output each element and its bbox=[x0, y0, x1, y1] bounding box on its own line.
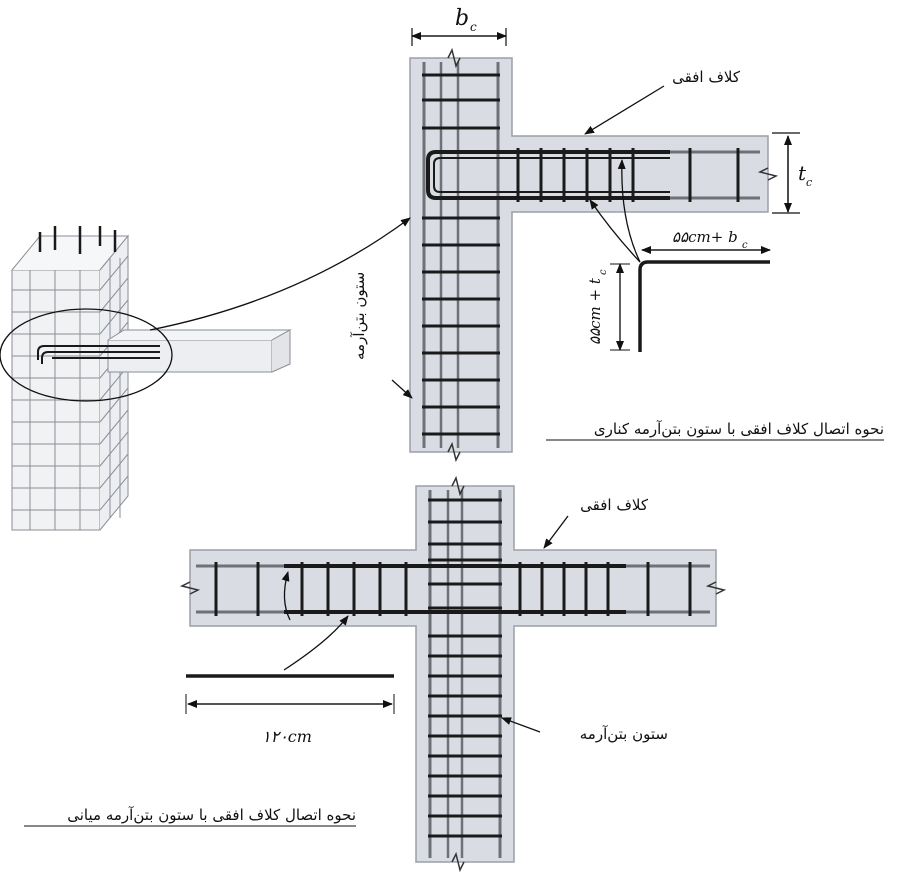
hook-h-sub: c bbox=[742, 240, 748, 251]
caption-middle: نحوه اتصال کلاف افقی با ستون بتن‌آرمه می… bbox=[67, 806, 356, 824]
hook-v-label: ۵۵cm + t bbox=[586, 277, 604, 345]
hook-v-sub: c bbox=[598, 269, 609, 275]
middle-column-stirrups bbox=[428, 498, 502, 838]
edge-beam-stirrups bbox=[516, 148, 740, 202]
bc-label: b bbox=[455, 6, 469, 31]
l-hook-bar-detail: ۵۵cm+ b c ۵۵cm + t c bbox=[586, 159, 771, 352]
caption-edge: نحوه اتصال کلاف افقی با ستون بتن‌آرمه کن… bbox=[594, 420, 884, 438]
ring-beam-label-bottom: کلاف افقی bbox=[580, 496, 649, 514]
column-label-side: ستون بتن‌آرمه bbox=[350, 272, 368, 360]
middle-joint bbox=[179, 475, 727, 873]
hook-h-label: ۵۵cm+ b bbox=[672, 228, 738, 246]
edge-hook-bars bbox=[426, 150, 670, 200]
ring-beam-label-top: کلاف افقی bbox=[672, 68, 741, 86]
bc-dimension: b c bbox=[411, 6, 507, 46]
bc-sub: c bbox=[470, 20, 477, 34]
column-label-bottom: ستون بتن‌آرمه bbox=[580, 725, 668, 743]
edge-column-stirrups bbox=[422, 73, 500, 436]
isometric-column-view bbox=[0, 226, 292, 531]
middle-beam-stirrups bbox=[214, 562, 692, 616]
straight-bar-detail: ۱۲۰cm bbox=[185, 571, 395, 746]
edge-joint-concrete bbox=[409, 57, 769, 453]
tc-label: t bbox=[798, 161, 807, 185]
len-120-label: ۱۲۰cm bbox=[262, 727, 312, 746]
edge-joint bbox=[409, 47, 779, 463]
tc-sub: c bbox=[806, 176, 812, 189]
tc-dimension: t c bbox=[772, 132, 812, 214]
